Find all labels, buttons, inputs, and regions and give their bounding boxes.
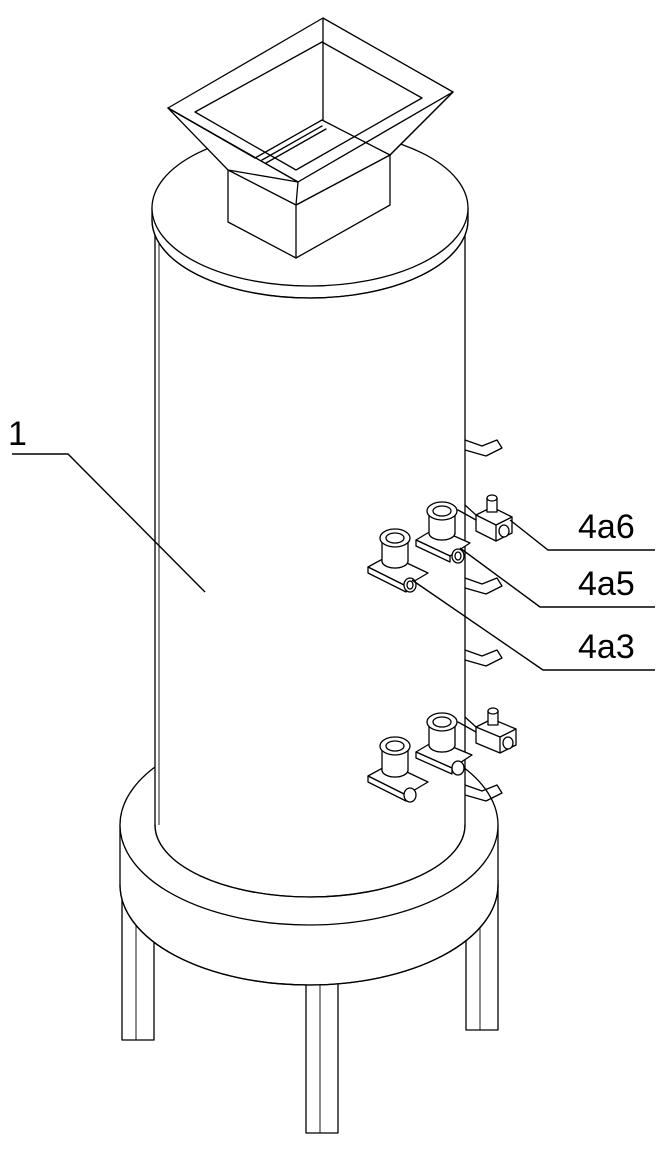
leader-4a3 [411,579,655,671]
label-4a6: 4a6 [578,508,635,546]
label-4a3: 4a3 [578,628,635,666]
leader-4a6 [509,519,655,551]
leader-1 [12,453,206,593]
leader-4a5 [459,547,655,608]
label-1: 1 [8,415,27,453]
cylinder-body [154,219,466,898]
side-rods [464,439,503,802]
leader-lines [12,453,655,671]
valve-assembly-upper [367,494,513,593]
feed-hopper [167,17,454,259]
valve-assembly-lower [367,707,517,803]
label-4a5: 4a5 [578,565,635,603]
